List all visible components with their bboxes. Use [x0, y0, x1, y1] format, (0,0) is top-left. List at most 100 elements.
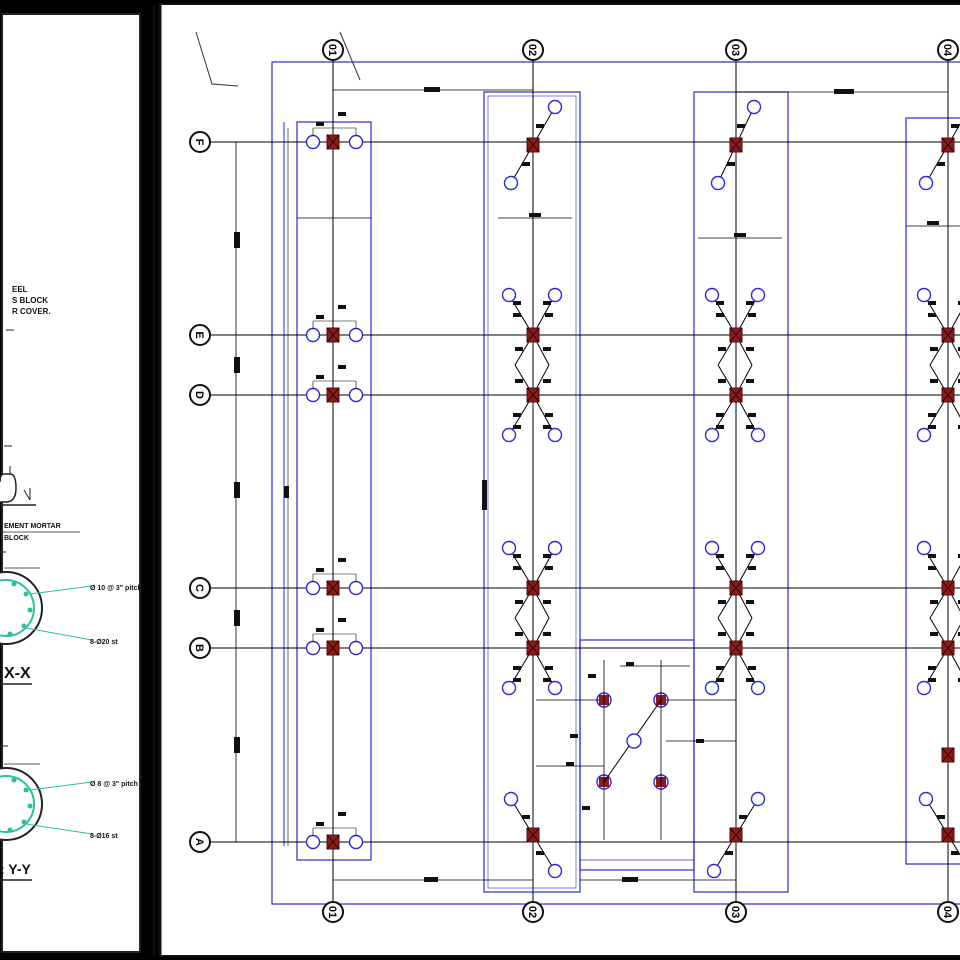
dim-text-mark [748, 313, 756, 317]
dim-text-mark [958, 554, 960, 558]
dim-text-mark [958, 600, 960, 604]
dim-text-mark [622, 877, 638, 882]
pile-circle [305, 387, 321, 403]
pile-group-quad [501, 540, 563, 696]
pile-group-col01 [305, 558, 364, 596]
dim-text-mark [951, 851, 959, 855]
dim-text-mark [582, 806, 590, 810]
pile-circle [305, 134, 321, 150]
dim-text-mark [958, 632, 960, 636]
dim-text-mark [234, 482, 240, 498]
svg-text:04: 04 [941, 906, 953, 919]
pile-circle [704, 680, 720, 696]
column-cross [941, 387, 955, 403]
dim-text-mark [746, 600, 754, 604]
left-detail-panel: EEL S BLOCK R COVER. EMENT MORTAR BLOCK [0, 13, 142, 953]
dim-text-mark [513, 313, 521, 317]
dim-text-mark [928, 666, 936, 670]
svg-text:02: 02 [526, 906, 538, 918]
dim-text-mark [424, 877, 438, 882]
dim-text-mark [536, 124, 544, 128]
dim-text-mark [928, 554, 936, 558]
pile-group-col01 [305, 112, 364, 150]
dim-text-mark [513, 425, 521, 429]
dim-text-mark [748, 666, 756, 670]
dim-text-mark [716, 666, 724, 670]
dimension-lines [232, 87, 960, 882]
dim-text-mark [937, 815, 945, 819]
dim-text-mark [338, 365, 346, 369]
grid-bubble-top-04: 04 [937, 39, 959, 61]
pile-circle [305, 580, 321, 596]
pile-group-col01 [305, 812, 364, 850]
dim-text-mark [566, 762, 574, 766]
dim-text-mark [588, 674, 596, 678]
pile-circle [305, 640, 321, 656]
dim-text-mark [316, 375, 324, 379]
pile-group-quad [501, 287, 563, 443]
dim-text-mark [543, 554, 551, 558]
svg-text:03: 03 [729, 906, 741, 918]
dim-text-mark [930, 379, 938, 383]
dim-text-mark [930, 347, 938, 351]
svg-text:C: C [193, 584, 205, 592]
column-cross [526, 640, 540, 656]
grid-bubble-bottom-01: 01 [322, 901, 344, 923]
section-yy-callout-tie: Ø 8 @ 3" pitch [90, 781, 138, 788]
pile-circle [348, 387, 364, 403]
dim-text-mark [746, 347, 754, 351]
dim-text-mark [234, 610, 240, 626]
column-cross [729, 640, 743, 656]
section-y-y: Ø 8 @ 3" pitch 8-Ø16 st : Y-Y [0, 745, 138, 881]
column-cross [526, 327, 540, 343]
dim-text-mark [545, 666, 553, 670]
column-cross [526, 580, 540, 596]
section-xx-callout-main: 8-Ø20 st [90, 639, 118, 646]
dim-text-mark [338, 305, 346, 309]
section-xx-callout-tie: Ø 10 @ 3" pitch [90, 585, 142, 592]
pile-circle [547, 680, 563, 696]
pile-circle [750, 540, 766, 556]
dim-text-mark [928, 425, 936, 429]
general-notes: EEL S BLOCK R COVER. [6, 285, 51, 331]
pile-group-quad [704, 540, 766, 696]
dim-text-mark [958, 678, 960, 682]
dim-text-mark [928, 301, 936, 305]
note-line-2: S BLOCK [12, 296, 48, 305]
dim-text-mark [737, 124, 745, 128]
svg-text:01: 01 [326, 44, 338, 56]
column-cross [526, 137, 540, 153]
column-cross [326, 580, 340, 596]
dim-text-mark [834, 89, 854, 94]
section-xx-title: X-X [4, 665, 31, 682]
pile-group-twin [503, 791, 563, 879]
dim-text-mark [716, 313, 724, 317]
dim-text-mark [543, 425, 551, 429]
pile-circle [547, 863, 563, 879]
pile-circle [305, 327, 321, 343]
dim-text-mark [746, 425, 754, 429]
grid-bubble-row-c: C [189, 577, 211, 599]
dim-text-mark [536, 851, 544, 855]
grid-bubble-bottom-02: 02 [522, 901, 544, 923]
pile-circle [503, 175, 519, 191]
grid-bubble-row-b: B [189, 637, 211, 659]
pile-group-col01 [305, 305, 364, 343]
dim-text-mark [515, 379, 523, 383]
dim-text-mark [746, 379, 754, 383]
dim-text-mark [515, 347, 523, 351]
dim-text-mark [746, 301, 754, 305]
pile-circle [750, 680, 766, 696]
dim-text-mark [718, 600, 726, 604]
pile-circle [750, 427, 766, 443]
dim-text-mark [543, 301, 551, 305]
pile-group-twin [503, 99, 563, 191]
pile-group-quad [704, 287, 766, 443]
grid-bubble-row-e: E [189, 324, 211, 346]
dim-text-mark [482, 480, 487, 510]
column-cross [326, 327, 340, 343]
mortar-block-detail: EMENT MORTAR BLOCK [0, 445, 80, 542]
dim-text-mark [958, 347, 960, 351]
footing-outline-04 [905, 117, 960, 865]
dim-text-mark [716, 413, 724, 417]
